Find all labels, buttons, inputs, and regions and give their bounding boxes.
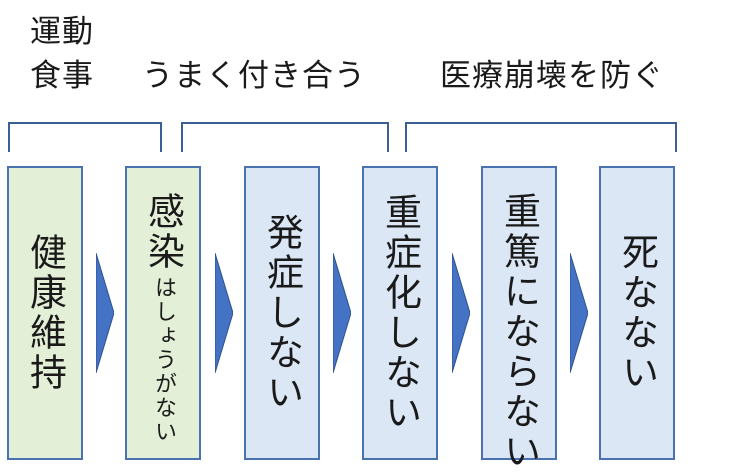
box-no-critical: 重篤にならない [481, 166, 557, 472]
label-exercise: 運動 [30, 14, 94, 50]
label-coexist: うまく付き合う [142, 58, 366, 94]
box-no-onset-text: 発症しない [260, 213, 304, 413]
box-no-death: 死なない [599, 166, 675, 460]
box-no-critical-text: 重篤にならない [497, 192, 541, 472]
bracket-right [405, 122, 677, 152]
box-infection-text: 感染 [141, 192, 185, 272]
box-no-death-text: 死なない [615, 233, 659, 393]
box-health-maintenance: 健康維持 [7, 166, 83, 460]
bracket-left [8, 122, 162, 152]
arrow-right-icon [570, 253, 588, 373]
box-no-severe: 重症化しない [362, 166, 438, 460]
box-no-onset: 発症しない [244, 166, 320, 460]
bracket-middle [181, 122, 389, 152]
box-infection-subtext: はしょうがない [151, 276, 176, 444]
box-health-maintenance-text: 健康維持 [23, 233, 67, 393]
arrow-right-icon [96, 253, 114, 373]
box-no-severe-text: 重症化しない [378, 193, 422, 433]
label-diet: 食事 [30, 58, 94, 94]
arrow-right-icon [333, 253, 351, 373]
label-prevent-collapse: 医療崩壊を防ぐ [440, 58, 664, 94]
arrow-right-icon [452, 253, 470, 373]
arrow-right-icon [215, 253, 233, 373]
box-infection: 感染 はしょうがない [125, 166, 201, 460]
